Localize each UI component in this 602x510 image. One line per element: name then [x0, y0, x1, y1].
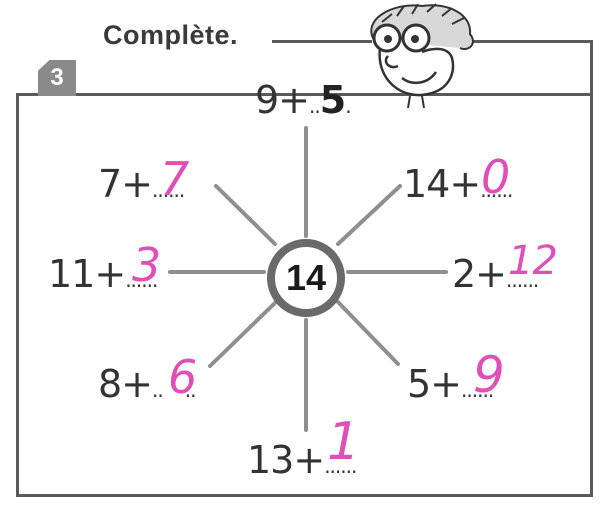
- answer-dots: ......: [324, 454, 357, 478]
- equation-answer: 12: [508, 238, 558, 284]
- equation-left: 2+: [452, 252, 507, 296]
- answer-dots: ......: [152, 178, 185, 202]
- exercise-number: 3: [50, 64, 64, 91]
- equation-left: 14+: [403, 162, 481, 206]
- equation-left: 11+: [48, 252, 126, 296]
- answer-dots: ..: [309, 94, 321, 118]
- answer-dots: ......: [480, 178, 513, 202]
- equation-answer: 7: [160, 152, 189, 206]
- instruction-title: Complète.: [103, 20, 239, 50]
- equation-bottom-left: 8+.... 6: [98, 350, 197, 406]
- connector-line: [336, 300, 400, 366]
- answer-dots: .: [345, 94, 351, 118]
- equation-left: 7+: [98, 162, 153, 206]
- equation-bottom: 13+...... 1: [247, 412, 360, 482]
- equation-answer: 5: [319, 78, 346, 122]
- equation-top-right: 14+...... 0: [403, 150, 513, 206]
- equation-left: 8+: [98, 362, 153, 406]
- answer-dots: ..: [184, 378, 197, 402]
- frame-divider: [590, 40, 593, 96]
- equation-answer: 6: [168, 350, 197, 404]
- equation-answer: 3: [132, 238, 161, 292]
- exercise-frame: [16, 93, 593, 497]
- answer-dots: ..: [152, 378, 164, 402]
- equation-left: 13+: [247, 438, 325, 482]
- exercise-number-badge: 3: [38, 60, 76, 96]
- connector-line: [336, 184, 402, 246]
- center-target-circle: 14: [267, 239, 345, 317]
- frame-divider: [272, 40, 372, 43]
- equation-answer: 1: [327, 412, 360, 472]
- equation-answer: 9: [473, 346, 505, 404]
- frame-divider: [470, 40, 590, 43]
- equation-top-left: 7+...... 7: [98, 152, 189, 206]
- answer-dots: ......: [125, 268, 158, 292]
- equation-left: 5+: [407, 362, 462, 406]
- equation-bottom-right: 5+...... 9: [407, 346, 505, 406]
- connector-line: [214, 184, 277, 246]
- equation-top: 9+..5.: [255, 78, 352, 122]
- equation-left: 9+: [255, 78, 310, 122]
- equation-left: 11+...... 3: [48, 238, 161, 296]
- answer-dots: ......: [506, 268, 539, 292]
- equation-right: 2+...... 12: [452, 238, 558, 296]
- connector-line: [208, 300, 278, 368]
- cartoon-face-with-glasses-icon: [370, 3, 474, 109]
- answer-dots: ......: [461, 378, 494, 402]
- equation-answer: 0: [481, 150, 510, 204]
- center-value: 14: [285, 257, 327, 298]
